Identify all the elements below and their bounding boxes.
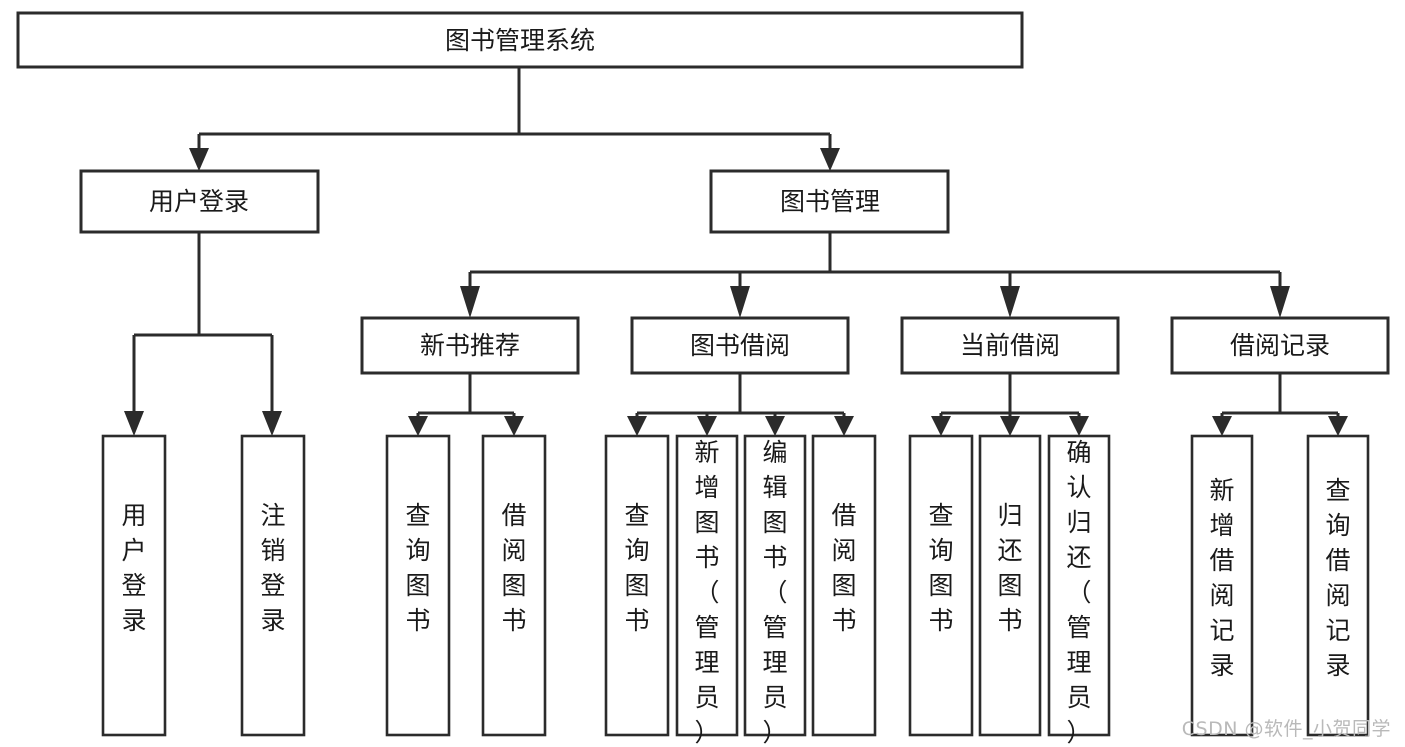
node-root[interactable]: 图书管理系统 xyxy=(16,11,1024,69)
arrow-leaf-user-login xyxy=(124,411,144,436)
node-user-login[interactable]: 用户登录 xyxy=(79,169,320,234)
leaf-query-book-current[interactable]: 查询图书 xyxy=(908,434,974,737)
leaf-add-book-admin-box[interactable] xyxy=(675,434,739,737)
node-user-login-label: 用户登录 xyxy=(149,187,249,216)
arrow-current-leaf-2 xyxy=(1000,416,1020,436)
leaf-logout-label: 注销登录 xyxy=(260,501,285,635)
leaf-return-book[interactable]: 归还图书 xyxy=(978,434,1042,737)
arrow-book-mgmt xyxy=(820,148,840,171)
leaf-borrow-book-newrec-box[interactable] xyxy=(481,434,547,737)
node-borrow-record-label: 借阅记录 xyxy=(1230,331,1330,360)
node-root-box[interactable] xyxy=(16,11,1024,69)
leaf-edit-book-admin-label: 编辑图书（管理员） xyxy=(762,438,787,747)
leaf-user-login-box[interactable] xyxy=(101,434,167,737)
leaf-borrow-book-label: 借阅图书 xyxy=(831,501,856,635)
leaf-add-borrow-record-label: 新增借阅记录 xyxy=(1209,476,1234,680)
leaf-user-login[interactable]: 用户登录 xyxy=(101,434,167,737)
leaf-user-login-label: 用户登录 xyxy=(121,501,146,635)
arrow-current-borrow xyxy=(1000,286,1020,318)
node-new-book-recommendation[interactable]: 新书推荐 xyxy=(360,316,580,375)
leaf-query-book-newrec-box[interactable] xyxy=(385,434,451,737)
node-book-management-box[interactable] xyxy=(709,169,950,234)
leaf-add-borrow-record[interactable]: 新增借阅记录 xyxy=(1190,434,1254,737)
node-book-borrow-box[interactable] xyxy=(630,316,850,375)
node-new-book-recommendation-box[interactable] xyxy=(360,316,580,375)
node-new-book-recommendation-label: 新书推荐 xyxy=(420,331,520,360)
arrow-borrow-record xyxy=(1270,286,1290,318)
arrow-user-login xyxy=(189,148,209,171)
node-current-borrow-label: 当前借阅 xyxy=(960,331,1060,360)
leaf-query-book-borrow[interactable]: 查询图书 xyxy=(604,434,670,737)
node-current-borrow-box[interactable] xyxy=(900,316,1120,375)
node-borrow-record[interactable]: 借阅记录 xyxy=(1170,316,1390,375)
leaf-confirm-return-admin-box[interactable] xyxy=(1047,434,1111,737)
connectors xyxy=(124,67,1348,436)
leaf-add-book-admin[interactable]: 新增图书（管理员） xyxy=(675,434,739,747)
node-book-management[interactable]: 图书管理 xyxy=(709,169,950,234)
arrow-leaf-logout xyxy=(262,411,282,436)
leaf-query-book-borrow-box[interactable] xyxy=(604,434,670,737)
arrow-current-leaf-3 xyxy=(1069,416,1089,436)
arrow-borrow-leaf-4 xyxy=(834,416,854,436)
leaf-edit-book-admin[interactable]: 编辑图书（管理员） xyxy=(743,434,807,747)
arrow-records-leaf-2 xyxy=(1328,416,1348,436)
leaf-query-book-newrec[interactable]: 查询图书 xyxy=(385,434,451,737)
leaf-confirm-return-admin[interactable]: 确认归还（管理员） xyxy=(1047,434,1111,747)
arrow-records-leaf-1 xyxy=(1212,416,1232,436)
leaf-query-borrow-record-label: 查询借阅记录 xyxy=(1325,476,1350,680)
arrow-current-leaf-1 xyxy=(931,416,951,436)
leaf-logout-box[interactable] xyxy=(240,434,306,737)
leaf-return-book-label: 归还图书 xyxy=(997,501,1022,635)
arrow-book-borrow xyxy=(730,286,750,318)
leaf-query-book-newrec-label: 查询图书 xyxy=(405,501,430,635)
node-user-login-box[interactable] xyxy=(79,169,320,234)
node-current-borrow[interactable]: 当前借阅 xyxy=(900,316,1120,375)
node-borrow-record-box[interactable] xyxy=(1170,316,1390,375)
leaf-logout[interactable]: 注销登录 xyxy=(240,434,306,737)
leaf-query-book-current-label: 查询图书 xyxy=(928,501,953,635)
leaf-query-book-borrow-label: 查询图书 xyxy=(624,501,649,635)
leaf-edit-book-admin-box[interactable] xyxy=(743,434,807,737)
leaf-query-book-current-box[interactable] xyxy=(908,434,974,737)
node-book-management-label: 图书管理 xyxy=(780,187,880,216)
leaf-borrow-book-box[interactable] xyxy=(811,434,877,737)
leaf-borrow-book-newrec-label: 借阅图书 xyxy=(501,501,526,635)
leaf-query-borrow-record-box[interactable] xyxy=(1306,434,1370,737)
leaf-add-borrow-record-box[interactable] xyxy=(1190,434,1254,737)
leaf-add-book-admin-label: 新增图书（管理员） xyxy=(694,438,719,747)
arrow-borrow-leaf-3 xyxy=(765,416,785,436)
leaf-return-book-box[interactable] xyxy=(978,434,1042,737)
node-book-borrow[interactable]: 图书借阅 xyxy=(630,316,850,375)
arrow-newbook-leaf-2 xyxy=(504,416,524,436)
node-book-borrow-label: 图书借阅 xyxy=(690,331,790,360)
leaf-query-borrow-record[interactable]: 查询借阅记录 xyxy=(1306,434,1370,737)
arrow-borrow-leaf-2 xyxy=(697,416,717,436)
arrow-newbook-leaf-1 xyxy=(408,416,428,436)
leaf-confirm-return-admin-label: 确认归还（管理员） xyxy=(1066,438,1091,747)
arrow-borrow-leaf-1 xyxy=(627,416,647,436)
node-root-label: 图书管理系统 xyxy=(445,26,595,55)
arrow-new-book-rec xyxy=(460,286,480,318)
leaf-borrow-book-newrec[interactable]: 借阅图书 xyxy=(481,434,547,737)
leaf-borrow-book[interactable]: 借阅图书 xyxy=(811,434,877,737)
